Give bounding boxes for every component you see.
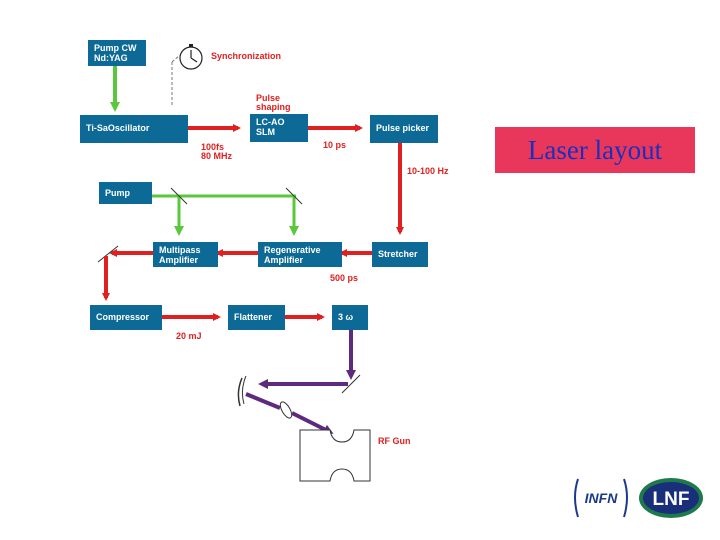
regenerative-box: Regenerative Amplifier xyxy=(258,242,342,267)
ps-10-label: 10 ps xyxy=(323,140,347,150)
pump-box: Pump xyxy=(99,182,152,204)
mhz-80-label: 80 MHz xyxy=(201,151,233,161)
page-title: Laser layout xyxy=(527,134,663,165)
lnf-logo: LNF xyxy=(639,478,703,518)
pump-mirror-2 xyxy=(285,187,303,205)
three-omega-box: 3 ω xyxy=(332,305,368,330)
pulse-picker-box: Pulse picker xyxy=(370,115,438,143)
flattener-box: Flattener xyxy=(228,305,285,330)
stretcher-box: Stretcher xyxy=(372,242,428,267)
multipass-box: Multipass Amplifier xyxy=(153,242,218,267)
left-mirror xyxy=(97,245,119,263)
rf-gun-outline xyxy=(299,429,371,482)
arrow-mirror-lens xyxy=(245,392,281,410)
compressor-box: Compressor xyxy=(90,305,162,330)
fs-100-label: 100fs xyxy=(201,142,225,152)
hz-range-label: 10-100 Hz xyxy=(407,166,449,176)
lcao-box: LC-AO SLM xyxy=(250,114,308,142)
right-mirror xyxy=(341,374,361,394)
lens xyxy=(279,401,293,419)
curved-mirror-back xyxy=(241,375,247,405)
arrow-lens-rfgun xyxy=(291,411,334,434)
rf-gun-label: RF Gun xyxy=(378,436,411,446)
mj-20-label: 20 mJ xyxy=(176,331,202,341)
clock-hand-minute xyxy=(190,57,198,63)
sync-dashed-line-top xyxy=(171,54,181,63)
clock-knob xyxy=(189,44,193,47)
pump-cw-box: Pump CW Nd:YAG xyxy=(88,40,146,66)
pump-mirror-1 xyxy=(170,187,188,205)
pulse-shaping-label: Pulse shaping xyxy=(256,93,291,112)
infn-logo: INFN xyxy=(574,478,628,518)
infn-logo-text: INFN xyxy=(585,490,619,506)
synchronization-label: Synchronization xyxy=(211,51,282,61)
oscillator-box: Ti-SaOscillator xyxy=(80,115,188,143)
curved-mirror xyxy=(237,377,243,407)
title-banner: Laser layout xyxy=(495,127,695,173)
lnf-logo-text: LNF xyxy=(653,489,690,510)
ps-500-label: 500 ps xyxy=(330,273,359,283)
